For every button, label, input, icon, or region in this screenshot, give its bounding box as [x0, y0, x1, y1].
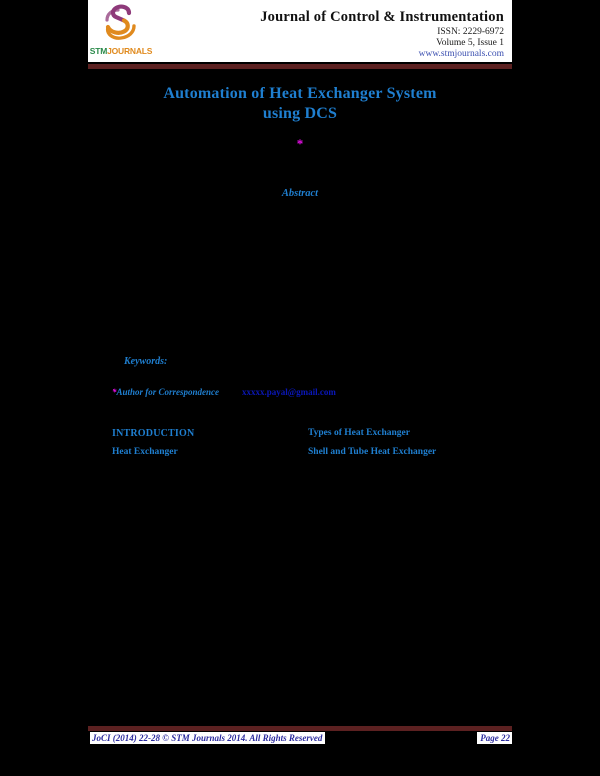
- page-header: STMJOURNALS Journal of Control & Instrum…: [88, 0, 512, 62]
- correspondence-label-text: Author for Correspondence: [116, 387, 220, 397]
- keywords-heading: Keywords:: [124, 356, 168, 367]
- journal-title: Journal of Control & Instrumentation: [260, 9, 504, 25]
- section-heading: INTRODUCTION: [112, 428, 195, 439]
- header-divider-rule: [88, 64, 512, 69]
- journal-volume-issue: Volume 5, Issue 1: [436, 38, 504, 48]
- footer-page-number: Page 22: [477, 732, 512, 744]
- logo-word-stm: STM: [89, 46, 108, 56]
- paper-title-line1: Automation of Heat Exchanger System: [163, 85, 437, 102]
- stm-s-swoosh-logo-icon: [105, 4, 136, 40]
- body-column-left: INTRODUCTION Heat Exchanger: [112, 428, 298, 465]
- footer-divider-rule: [88, 726, 512, 731]
- abstract-heading: Abstract: [281, 188, 319, 199]
- subsection-heading: Types of Heat Exchanger: [308, 428, 410, 438]
- journal-issn: ISSN: 2229-6972: [437, 27, 504, 37]
- subsection-heading: Heat Exchanger: [112, 446, 178, 457]
- correspondence-marker: *: [112, 387, 117, 397]
- correspondence-label: *Author for Correspondence: [112, 387, 219, 397]
- publisher-logo: STMJOURNALS: [88, 2, 154, 60]
- paper-title-line2: using DCS: [262, 105, 338, 122]
- journal-website-link[interactable]: www.stmjournals.com: [418, 49, 504, 59]
- logo-word-journals: JOURNALS: [107, 46, 153, 56]
- logo-wordmark: STMJOURNALS: [88, 46, 154, 56]
- paper-title: Automation of Heat Exchanger System usin…: [100, 84, 500, 124]
- author-names: *: [100, 136, 500, 152]
- correspondence-divider: [112, 382, 192, 383]
- author-footnote-marker: *: [296, 136, 304, 151]
- correspondence-email[interactable]: xxxxx.payal@gmail.com: [242, 387, 336, 397]
- footer-citation: JoCI (2014) 22-28 © STM Journals 2014. A…: [90, 732, 326, 744]
- subsection-heading: Shell and Tube Heat Exchanger: [308, 446, 437, 457]
